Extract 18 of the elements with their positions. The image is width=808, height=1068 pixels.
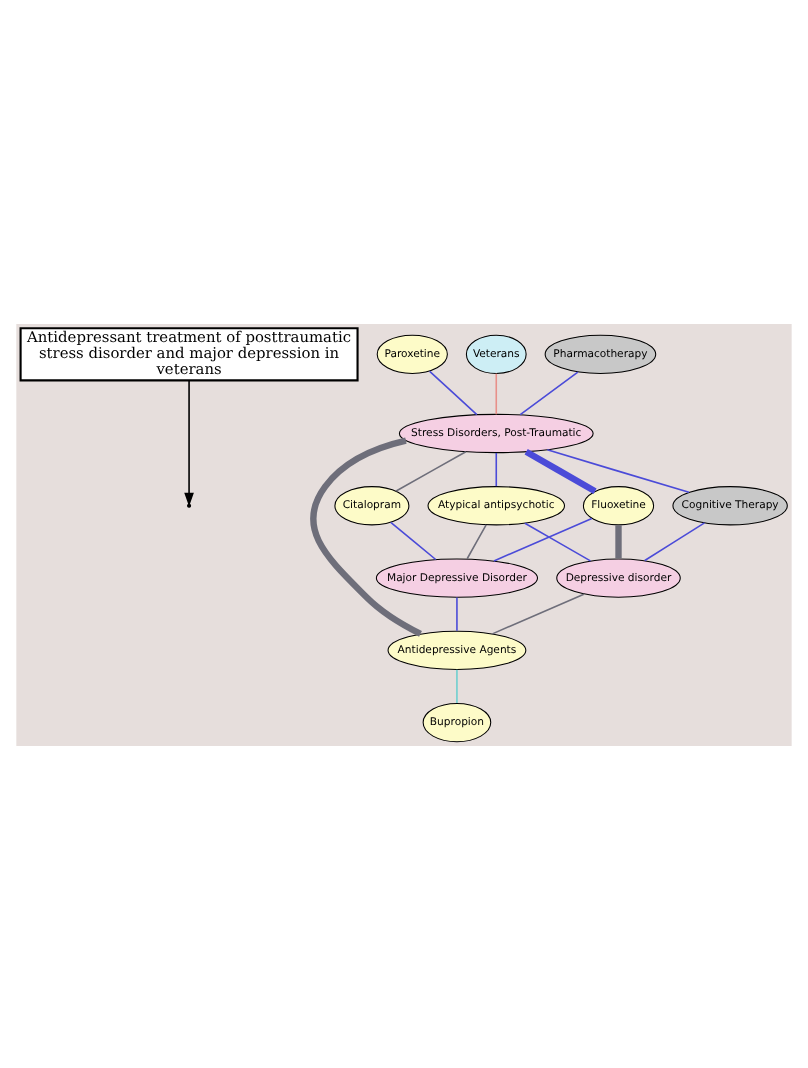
connector bbox=[428, 369, 478, 415]
connector bbox=[493, 516, 593, 561]
connector bbox=[643, 521, 706, 561]
connector bbox=[395, 449, 467, 491]
connector bbox=[546, 448, 690, 493]
connector bbox=[456, 668, 458, 703]
connector bbox=[519, 370, 579, 415]
connector bbox=[466, 523, 487, 559]
connector bbox=[495, 451, 498, 486]
connector bbox=[524, 521, 592, 561]
connector bbox=[615, 524, 622, 558]
connector bbox=[524, 447, 597, 493]
connector bbox=[495, 371, 498, 415]
connector bbox=[491, 592, 585, 634]
connector bbox=[456, 595, 458, 631]
arrow bbox=[184, 378, 194, 506]
connector bbox=[310, 436, 422, 636]
connector bbox=[389, 520, 437, 560]
